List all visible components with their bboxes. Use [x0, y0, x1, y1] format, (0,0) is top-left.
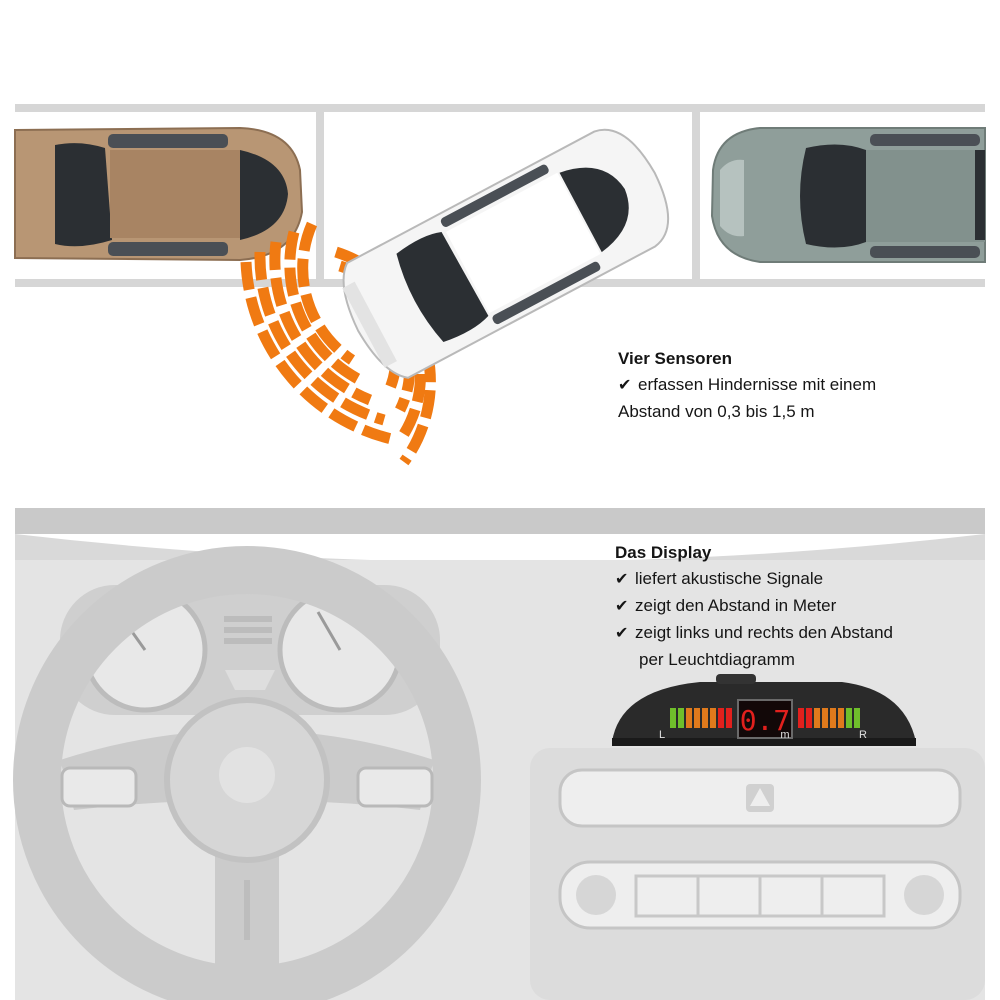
right-label: R	[859, 729, 867, 741]
wave-3	[269, 241, 373, 406]
led-left-4	[694, 708, 700, 728]
steering-left-buttons	[60, 766, 138, 808]
curb-line	[15, 104, 985, 112]
display-item-3-text: zeigt links und rechts den Abstand	[635, 623, 893, 642]
steering-wheel-rim	[13, 546, 481, 1000]
led-right-8	[854, 708, 860, 728]
steering-right-buttons	[356, 766, 434, 808]
led-left-1	[670, 708, 676, 728]
white-car	[342, 128, 670, 379]
tachometer-needle	[316, 611, 342, 651]
display-title: Das Display	[615, 543, 712, 562]
checkmark-icon: ✔	[615, 598, 629, 615]
display-item-1: ✔ liefert akustische Signale	[615, 566, 893, 593]
wave-1	[297, 221, 356, 365]
climate-knob-right	[904, 875, 944, 915]
climate-knob-left	[576, 875, 616, 915]
checkmark-icon: ✔	[618, 377, 632, 394]
led-right-6	[838, 708, 844, 728]
display-item-2-text: zeigt den Abstand in Meter	[635, 596, 837, 615]
space-divider-1	[316, 104, 324, 280]
led-right-5	[830, 708, 836, 728]
led-left-2	[678, 708, 684, 728]
warning-triangle-icon	[750, 788, 770, 806]
left-label: L	[659, 729, 665, 741]
sensors-line-1-text: erfassen Hindernisse mit einem	[638, 375, 877, 394]
display-text-block: Das Display ✔liefert akustische Signale …	[615, 540, 893, 673]
led-right-1	[798, 708, 804, 728]
display-item-2: ✔ zeigt den Abstand in Meter	[615, 593, 893, 620]
sensors-line-2: Abstand von 0,3 bis 1,5 m	[618, 402, 815, 421]
led-right-2	[806, 708, 812, 728]
wave-5	[240, 261, 398, 446]
checkmark-icon: ✔	[615, 625, 629, 642]
display-item-3: ✔ zeigt links und rechts den Abstand	[615, 620, 893, 647]
space-divider-2	[692, 104, 700, 280]
display-item-1-text: liefert akustische Signale	[635, 569, 824, 588]
led-right-7	[846, 708, 852, 728]
parking-display-device: 0.7 L m R	[612, 674, 916, 746]
sensors-title: Vier Sensoren	[618, 349, 733, 368]
distance-readout-box	[737, 699, 793, 739]
distance-readout: 0.7	[740, 704, 791, 737]
led-bar-group	[670, 708, 860, 728]
led-left-8	[726, 708, 732, 728]
wave-2	[284, 230, 363, 385]
wave-4	[254, 251, 386, 426]
led-right-3	[814, 708, 820, 728]
sensors-line-1: ✔ erfassen Hindernisse mit einem	[618, 372, 876, 399]
display-item-3b: per Leuchtdiagramm	[639, 650, 795, 669]
checkmark-icon: ✔	[615, 571, 629, 588]
led-left-5	[702, 708, 708, 728]
led-right-4	[822, 708, 828, 728]
car-interior	[13, 508, 985, 1000]
sensors-text-block: Vier Sensoren ✔ erfassen Hindernisse mit …	[618, 346, 876, 425]
led-left-6	[710, 708, 716, 728]
gray-car	[710, 127, 986, 263]
brown-car	[14, 126, 304, 262]
led-left-7	[718, 708, 724, 728]
windshield-strip	[15, 508, 985, 534]
unit-label: m	[780, 729, 789, 741]
led-left-3	[686, 708, 692, 728]
